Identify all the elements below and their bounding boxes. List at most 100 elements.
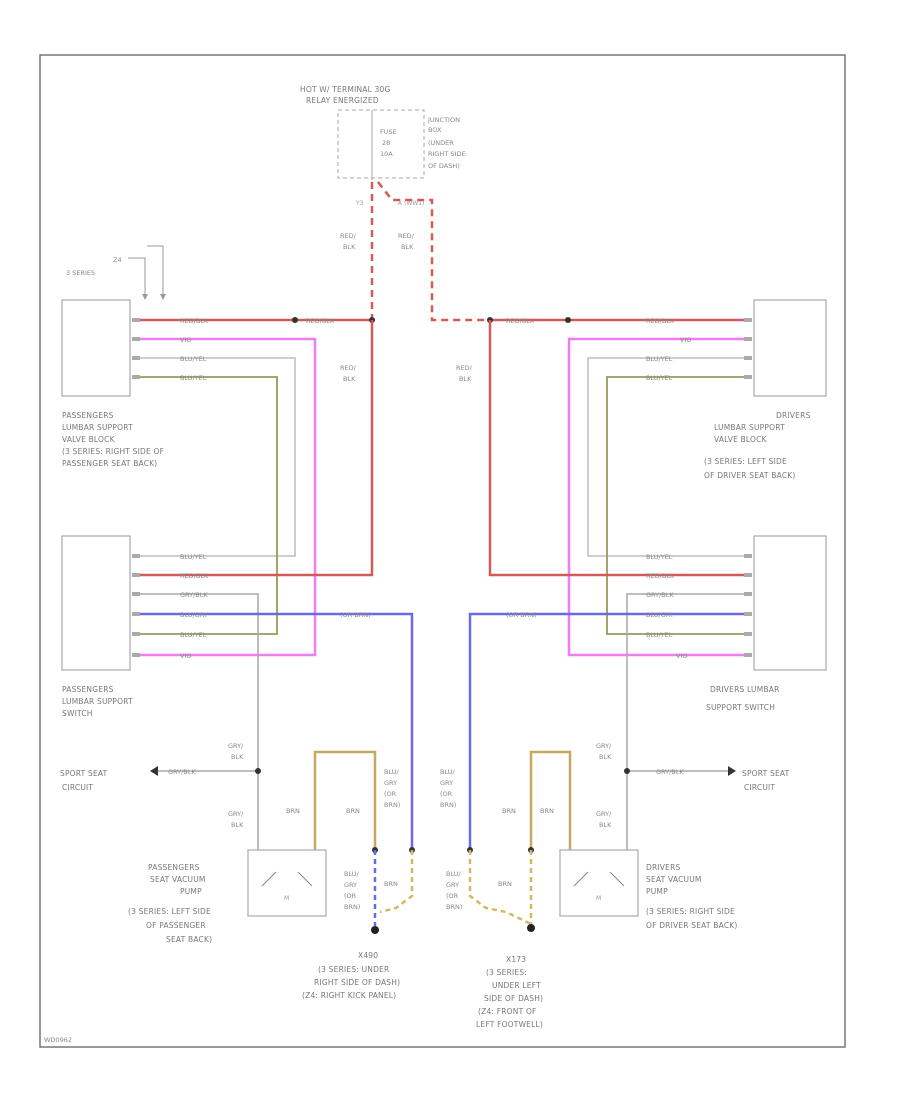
ds-wire-olive-label: BLU/YEL <box>646 631 673 639</box>
power-header-line1: HOT W/ TERMINAL 30G <box>300 85 391 94</box>
ds-gry-lower-label: GRY/ BLK <box>596 810 612 829</box>
dp-ground-blu-label: BLU/ GRY (OR BRN) <box>446 870 462 911</box>
svg-text:(3 SERIES: RIGHT SIDE OF: (3 SERIES: RIGHT SIDE OF <box>62 447 164 456</box>
svg-text:UNDER LEFT: UNDER LEFT <box>492 981 541 990</box>
svg-text:LUMBAR SUPPORT: LUMBAR SUPPORT <box>714 423 785 432</box>
series-arrowhead-2 <box>160 294 166 300</box>
svg-text:VALVE BLOCK: VALVE BLOCK <box>714 435 768 444</box>
dv-red-vertical <box>488 320 744 577</box>
svg-text:RIGHT SIDE OF DASH): RIGHT SIDE OF DASH) <box>314 978 400 987</box>
ds-wire-red-label: RED/BLK <box>646 572 675 580</box>
pv-wire-vio-label: VIO <box>180 336 191 344</box>
power-pin-right: A (WW1) <box>398 200 424 207</box>
svg-text:JUNCTION: JUNCTION <box>427 116 460 124</box>
diagram-border <box>39 54 846 1048</box>
ps-wire-red-label: RED/BLK <box>180 572 209 580</box>
dp-ground-brn-label: BRN <box>498 880 512 888</box>
svg-text:DRIVERS LUMBAR: DRIVERS LUMBAR <box>710 685 779 694</box>
svg-text:BRN): BRN) <box>344 903 360 911</box>
svg-text:SPORT SEAT: SPORT SEAT <box>60 769 108 778</box>
dv-wire-bluyel <box>587 357 744 557</box>
svg-text:OF DRIVER SEAT BACK): OF DRIVER SEAT BACK) <box>704 471 796 480</box>
ds-gry-upper-label: GRY/ BLK <box>596 742 612 761</box>
driver-pump-switch-symbol <box>573 871 625 887</box>
pp-ground-blu-label: BLU/ GRY (OR BRN) <box>344 870 360 911</box>
dv-wire-bluyel-label: BLU/YEL <box>646 355 673 363</box>
dv-red-vertical-label: RED/ BLK <box>456 364 473 383</box>
power-header-line2: RELAY ENERGIZED <box>306 96 379 105</box>
ground-x173-label: X173 (3 SERIES: UNDER LEFT SIDE OF DASH)… <box>476 955 543 1029</box>
svg-text:(3 SERIES: LEFT SIDE: (3 SERIES: LEFT SIDE <box>128 907 211 916</box>
svg-text:(3 SERIES: RIGHT SIDE: (3 SERIES: RIGHT SIDE <box>646 907 735 916</box>
svg-text:LUMBAR SUPPORT: LUMBAR SUPPORT <box>62 697 133 706</box>
svg-text:SUPPORT SWITCH: SUPPORT SWITCH <box>706 703 775 712</box>
sport-seat-left-label: SPORT SEAT CIRCUIT <box>60 769 108 792</box>
ps-wire-vio-label: VIO <box>180 652 191 660</box>
pv-wire-olive <box>140 376 278 635</box>
ds-wire-gryblk-label: GRY/BLK <box>646 591 674 599</box>
svg-text:(UNDER: (UNDER <box>428 139 454 147</box>
dp-blu-label: BLU/ GRY (OR BRN) <box>440 768 456 809</box>
ds-wire-vio-label: VIO <box>676 652 687 660</box>
series-label-3series: 3 SERIES <box>66 269 95 277</box>
svg-text:BLU/: BLU/ <box>446 870 462 878</box>
svg-text:BLK: BLK <box>343 375 356 383</box>
svg-text:(3 SERIES: UNDER: (3 SERIES: UNDER <box>318 965 389 974</box>
passenger-pump-motor: M <box>284 895 289 902</box>
svg-text:SEAT VACUUM: SEAT VACUUM <box>150 875 206 884</box>
svg-text:BLK: BLK <box>343 243 356 251</box>
svg-text:X173: X173 <box>506 955 526 964</box>
svg-text:SPORT SEAT: SPORT SEAT <box>742 769 790 778</box>
ps-gry-upper-label: GRY/ BLK <box>228 742 244 761</box>
ps-wire-gryblk <box>140 593 259 850</box>
dv-wire-vio-label: VIO <box>680 336 691 344</box>
svg-text:BLK: BLK <box>231 821 244 829</box>
power-wire-right <box>377 181 490 322</box>
svg-text:BLU/: BLU/ <box>384 768 400 776</box>
svg-text:(Z4: FRONT OF: (Z4: FRONT OF <box>478 1007 537 1016</box>
ground-x173 <box>527 924 535 932</box>
ps-wire-bluyel-label: BLU/YEL <box>180 553 207 561</box>
pp-ground-yel-dash <box>379 850 414 914</box>
ds-wire-gryblk <box>626 593 744 850</box>
svg-text:RED/: RED/ <box>398 232 415 240</box>
svg-text:GRY: GRY <box>440 779 453 787</box>
pp-ground-brn-label: BRN <box>384 880 398 888</box>
driver-lumbar-switch <box>753 535 827 671</box>
driver-valve-label: DRIVERS LUMBAR SUPPORT VALVE BLOCK (3 SE… <box>704 411 810 480</box>
footer-code: WD0962 <box>44 1036 72 1044</box>
svg-text:PASSENGERS: PASSENGERS <box>148 863 200 872</box>
pv-wire-red-label: RED/BLK <box>180 317 209 325</box>
series-arrowhead-1 <box>142 294 148 300</box>
sport-seat-right-splice <box>624 768 630 774</box>
svg-text:BLK: BLK <box>401 243 414 251</box>
driver-switch-label: DRIVERS LUMBAR SUPPORT SWITCH <box>706 685 779 712</box>
passenger-switch-label: PASSENGERS LUMBAR SUPPORT SWITCH <box>62 685 133 718</box>
svg-text:PUMP: PUMP <box>180 887 202 896</box>
series-arrow-1 <box>128 257 146 298</box>
series-arrow-2 <box>147 245 164 298</box>
svg-text:(Z4: RIGHT KICK PANEL): (Z4: RIGHT KICK PANEL) <box>302 991 396 1000</box>
pp-brn-label-1: BRN <box>286 807 300 815</box>
pp-wire-brown-loop <box>313 750 377 850</box>
dp-ground-yel-dash-1 <box>468 850 532 926</box>
driver-valve-block <box>753 299 827 397</box>
svg-text:SEAT BACK): SEAT BACK) <box>166 935 212 944</box>
dv-wire-red-label: RED/BLK <box>506 317 535 325</box>
pv-red-vertical <box>140 320 374 577</box>
sport-seat-left-arrow <box>150 766 158 776</box>
pv-wire-red-label-2: RED/BLK <box>306 317 335 325</box>
dp-wire-brown-loop <box>529 750 572 850</box>
fuse-label-1: FUSE <box>380 128 397 136</box>
dv-splice-2 <box>565 317 571 323</box>
sport-seat-right-label: SPORT SEAT CIRCUIT <box>742 769 790 792</box>
svg-text:RED/: RED/ <box>456 364 473 372</box>
ps-wire-olive-label: BLU/YEL <box>180 631 207 639</box>
svg-text:RED/: RED/ <box>340 232 357 240</box>
pp-brn-label-2: BRN <box>346 807 360 815</box>
pv-splice-1 <box>292 317 298 323</box>
svg-text:BLK: BLK <box>599 821 612 829</box>
junction-box-label: JUNCTION BOX (UNDER RIGHT SIDE OF DASH) <box>427 116 466 170</box>
svg-text:GRY: GRY <box>344 881 357 889</box>
